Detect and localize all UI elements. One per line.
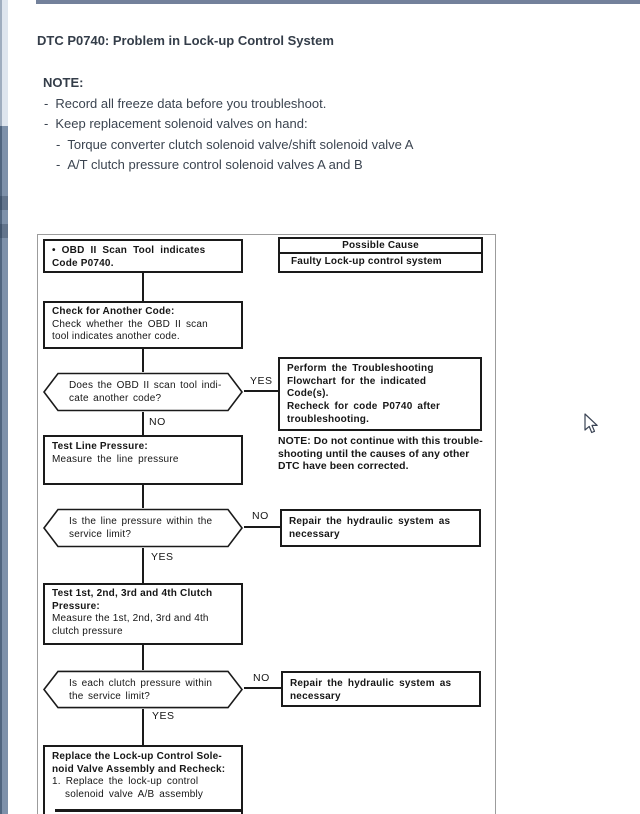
decision-another-code: Does the OBD II scan tool indi- cate ano… — [43, 372, 243, 412]
bullet-dash: - — [44, 116, 49, 131]
flowchart-text-line: Check for Another Code: — [52, 306, 175, 317]
decision-clutch-pressure: Is each clutch pressure within the servi… — [43, 670, 243, 709]
note-item-1: -Record all freeze data before you troub… — [44, 96, 326, 111]
branch-label-no: NO — [252, 510, 269, 522]
flowchart-text-line: necessary — [290, 690, 341, 702]
note-item-2: -Keep replacement solenoid valves on han… — [44, 116, 308, 131]
flowchart-text-line: Recheck for code P0740 after — [287, 401, 441, 413]
flow-connector — [244, 526, 280, 528]
flowchart-text-line: Test 1st, 2nd, 3rd and 4th Clutch — [52, 588, 213, 599]
flowchart-text-line: Is each clutch pressure within — [69, 678, 213, 689]
mouse-cursor-icon — [584, 413, 598, 434]
scrollbar-shadow — [0, 224, 8, 238]
flowchart-text-line: solenoid valve A/B assembly — [65, 788, 204, 800]
flowchart-text-line: Test Line Pressure: — [52, 441, 148, 452]
flowchart-text-line: Pressure: — [52, 600, 100, 612]
branch-label-no: NO — [149, 416, 166, 428]
note-subitem-2: -A/T clutch pressure control solenoid va… — [56, 157, 363, 172]
flowchart-text-line: necessary — [289, 528, 340, 540]
flowchart-text-line: Check whether the OBD II scan — [52, 318, 208, 330]
flowchart-text-line: Measure the 1st, 2nd, 3rd and 4th — [52, 613, 209, 624]
flowchart-text-line: Code P0740. — [52, 257, 114, 269]
flowchart-note: NOTE: Do not continue with this trouble-… — [278, 436, 496, 474]
flow-connector — [244, 687, 281, 689]
repair-hydraulic-box: Repair the hydraulic system as necessary — [280, 509, 481, 547]
decision-line-pressure: Is the line pressure within the service … — [43, 508, 243, 548]
branch-label-yes: YES — [152, 710, 175, 722]
flow-connector — [142, 709, 144, 745]
note-item-text: Record all freeze data before you troubl… — [55, 96, 327, 111]
flow-connector — [142, 485, 144, 508]
branch-label-yes: YES — [151, 551, 174, 563]
possible-cause-header: Possible Cause — [280, 239, 481, 254]
note-item-text: A/T clutch pressure control solenoid val… — [67, 157, 363, 172]
flowchart-text-line: NOTE: Do not continue with this trouble- — [278, 436, 483, 447]
flowchart-text-line: Repair the hydraulic system as — [289, 516, 451, 527]
flowchart-text-line: clutch pressure — [52, 625, 123, 637]
flowchart-text-line: • OBD II Scan Tool indicates — [52, 245, 206, 256]
flowchart-start-box: • OBD II Scan Tool indicates Code P0740. — [43, 239, 243, 273]
bullet-dash: - — [56, 157, 61, 172]
note-item-text: Torque converter clutch solenoid valve/s… — [67, 137, 414, 152]
hexagon-shape — [43, 372, 243, 412]
branch-label-no: NO — [253, 672, 270, 684]
branch-label-yes: YES — [250, 375, 273, 387]
flowchart-text-line: noid Valve Assembly and Recheck: — [52, 763, 226, 775]
decision-text: Is the line pressure within the service … — [69, 515, 212, 541]
flow-connector — [142, 273, 144, 301]
flowchart-text-line: troubleshooting. — [287, 413, 370, 425]
flow-connector — [142, 412, 144, 435]
possible-cause-table: Possible Cause Faulty Lock-up control sy… — [278, 237, 483, 273]
clipped-text-line — [55, 809, 243, 812]
flow-connector — [244, 390, 278, 392]
bullet-dash: - — [56, 137, 61, 152]
flowchart-text-line: Replace the Lock-up Control Sole- — [52, 751, 222, 762]
scrollbar-track[interactable] — [0, 0, 8, 814]
note-heading: NOTE: — [43, 75, 84, 90]
hexagon-shape — [43, 508, 243, 548]
check-another-code-box: Check for Another Code: Check whether th… — [43, 301, 243, 349]
flowchart-text-line: cate another code? — [69, 393, 162, 404]
replace-solenoid-box: Replace the Lock-up Control Sole- noid V… — [43, 745, 243, 814]
repair-hydraulic-box: Repair the hydraulic system as necessary — [281, 671, 481, 707]
scrollbar-thumb[interactable] — [0, 0, 8, 126]
bullet-dash: - — [44, 96, 49, 111]
flow-connector — [142, 548, 144, 583]
flowchart-text-line: the service limit? — [69, 691, 151, 702]
flowchart-text-line: service limit? — [69, 529, 132, 540]
possible-cause-value: Faulty Lock-up control system — [291, 256, 442, 267]
flowchart-text-line: Is the line pressure within the — [69, 516, 213, 527]
flowchart-text-line: 1. Replace the lock-up control — [52, 776, 199, 787]
test-clutch-pressure-box: Test 1st, 2nd, 3rd and 4th Clutch Pressu… — [43, 583, 243, 645]
note-subitem-1: -Torque converter clutch solenoid valve/… — [56, 137, 413, 152]
top-border-bar — [36, 0, 640, 4]
note-item-text: Keep replacement solenoid valves on hand… — [55, 116, 308, 131]
flowchart-text-line: shooting until the causes of any other — [278, 448, 470, 460]
perform-flowchart-box: Perform the Troubleshooting Flowchart fo… — [278, 357, 482, 431]
flowchart-text-line: tool indicates another code. — [52, 331, 180, 342]
flowchart-text-line: Flowchart for the indicated — [287, 375, 427, 387]
flow-connector — [142, 645, 144, 670]
flowchart-text-line: Code(s). — [287, 388, 329, 400]
flowchart-text-line: DTC have been corrected. — [278, 461, 409, 473]
decision-text: Is each clutch pressure within the servi… — [69, 677, 212, 703]
flowchart-text-line: Perform the Troubleshooting — [287, 363, 434, 374]
page-title: DTC P0740: Problem in Lock-up Control Sy… — [37, 33, 334, 48]
scrollbar-shadow — [0, 196, 8, 210]
flow-connector — [142, 349, 144, 372]
flowchart-text-line: Does the OBD II scan tool indi- — [69, 380, 222, 391]
flowchart-text-line: Repair the hydraulic system as — [290, 678, 452, 689]
test-line-pressure-box: Test Line Pressure: Measure the line pre… — [43, 435, 243, 485]
hexagon-shape — [43, 670, 243, 709]
decision-text: Does the OBD II scan tool indi- cate ano… — [69, 379, 222, 405]
flowchart-text-line: Measure the line pressure — [52, 453, 179, 465]
